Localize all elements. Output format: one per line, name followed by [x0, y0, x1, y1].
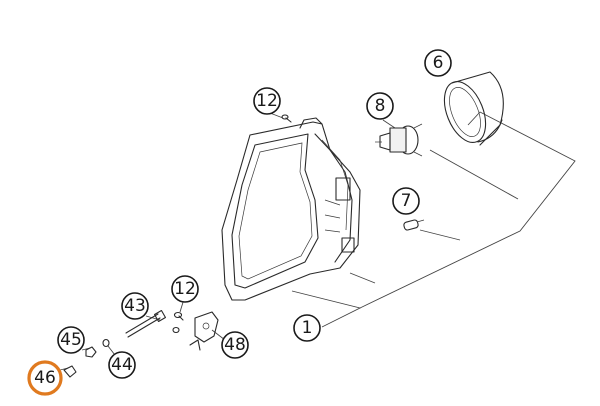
svg-text:45: 45 [60, 330, 82, 350]
clip-46 [63, 365, 77, 378]
nut-45 [85, 346, 97, 358]
callout-12-bottom: 12 [171, 275, 199, 303]
callout-12-top: 12 [253, 87, 281, 115]
callout-46[interactable]: 46 [27, 360, 63, 396]
svg-text:8: 8 [375, 96, 386, 116]
svg-text:12: 12 [174, 279, 196, 299]
washer-44 [102, 338, 110, 348]
adjusting-screw [125, 309, 167, 338]
svg-text:6: 6 [433, 53, 444, 73]
callout-45: 45 [57, 326, 85, 354]
callout-7: 7 [392, 187, 420, 215]
callout-48: 48 [221, 331, 249, 359]
parking-bulb [403, 219, 425, 231]
svg-text:1: 1 [302, 318, 313, 338]
svg-text:46: 46 [34, 368, 56, 388]
screw-top [281, 114, 292, 123]
bracket-48 [189, 311, 219, 351]
callout-1: 1 [293, 314, 321, 342]
svg-text:44: 44 [111, 355, 133, 375]
cover-ring [443, 71, 504, 146]
screw-lower [172, 311, 184, 334]
svg-text:43: 43 [124, 296, 146, 316]
headlight-housing [221, 117, 361, 301]
callout-8: 8 [366, 92, 394, 120]
callout-43: 43 [121, 292, 149, 320]
svg-text:48: 48 [224, 335, 246, 355]
svg-text:12: 12 [256, 91, 278, 111]
svg-text:7: 7 [401, 191, 412, 211]
callout-6: 6 [424, 49, 452, 77]
headlight-bulb [375, 123, 423, 157]
callout-44: 44 [108, 351, 136, 379]
